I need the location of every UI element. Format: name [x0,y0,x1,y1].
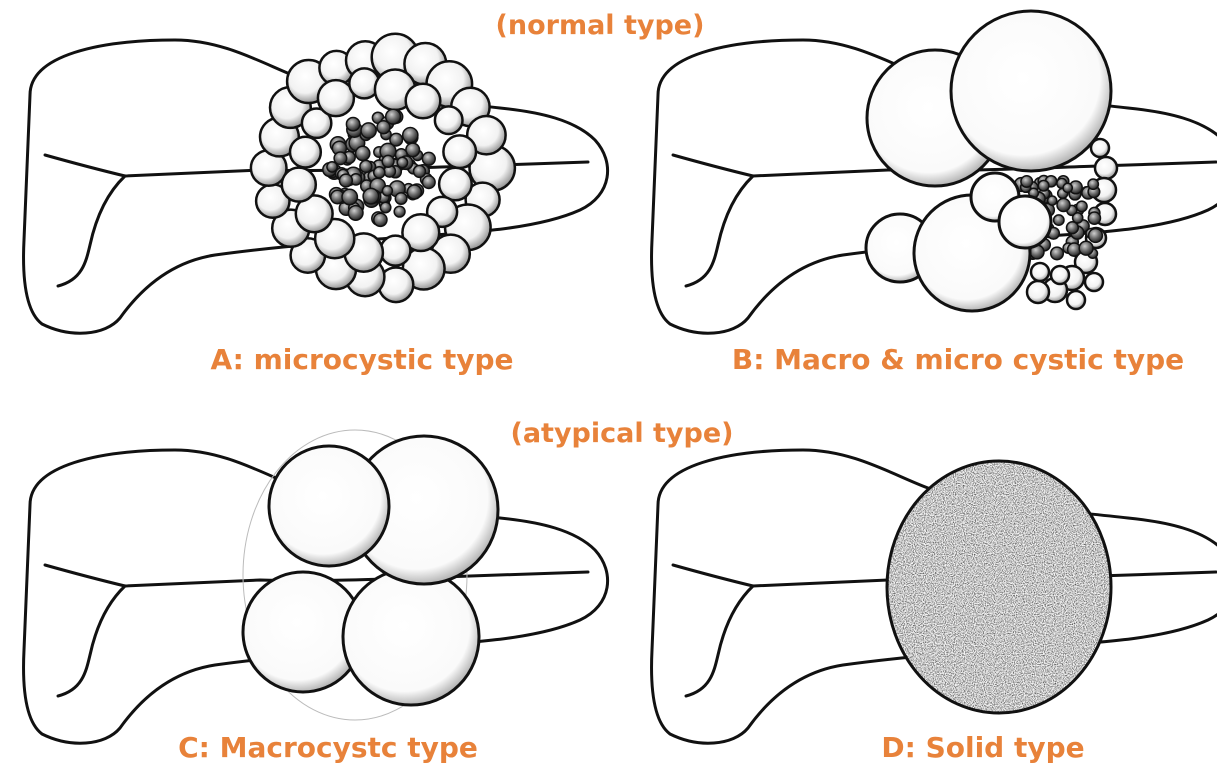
cyst [380,236,410,266]
microcyst [382,186,392,196]
microcyst [394,206,405,217]
panel-a-label: A: microcystic type [210,343,513,376]
microcyst [386,109,401,124]
panel-d-label: D: Solid type [881,731,1084,764]
microcyst [1077,201,1088,212]
microcyst [403,128,418,143]
microcyst [422,152,435,165]
cyst [439,168,472,201]
cyst [443,135,476,168]
cyst [1051,266,1069,284]
microcyst [382,155,394,167]
microcyst [374,167,385,178]
microcyst [1038,180,1049,191]
microcyst [334,152,347,165]
macrocyst [951,11,1111,171]
cyst [435,106,463,134]
microcyst [356,146,370,160]
microcyst [340,174,353,187]
microcyst [1048,196,1057,205]
microcyst [1021,176,1033,188]
microcyst [1057,199,1070,212]
microcyst [380,202,390,212]
microcyst [1054,215,1064,225]
panel-b: B: Macro & micro cystic type [652,11,1217,376]
microcyst [1088,179,1098,189]
microcyst [414,165,426,177]
normal-type-heading: (normal type) [496,10,705,41]
panel-c: C: Macrocystc type [24,430,608,764]
cyst [282,168,316,202]
microcyst [407,185,421,199]
microcyst [1067,222,1079,234]
macrocyst [999,196,1051,248]
macrocyst [343,569,479,705]
solid-tumor-mass [887,461,1111,713]
microcyst [395,193,407,205]
microcyst [374,213,387,226]
microcyst [397,157,407,167]
panel-d: D: Solid type [652,450,1217,764]
microcyst [1079,241,1093,255]
microcyst [346,118,359,131]
macrocyst [269,446,389,566]
cyst [1095,157,1117,179]
cyst [1031,263,1049,281]
microcyst [423,176,436,189]
panel-c-label: C: Macrocystc type [178,731,478,764]
microcyst [1089,229,1103,243]
cyst [406,84,441,119]
atypical-type-heading: (atypical type) [510,418,733,449]
microcyst [360,160,372,172]
microcyst [348,206,363,221]
cyst [1085,273,1103,291]
cyst [1067,291,1085,309]
microcyst [363,188,379,204]
microcyst [342,189,357,204]
cyst [290,137,321,168]
microcyst [361,123,376,138]
microcyst [1063,183,1072,192]
cyst [1027,281,1049,303]
panel-a: A: microcystic type [24,34,608,376]
microcyst [1051,247,1064,260]
microcyst [1088,212,1100,224]
panel-b-label: B: Macro & micro cystic type [732,343,1184,376]
